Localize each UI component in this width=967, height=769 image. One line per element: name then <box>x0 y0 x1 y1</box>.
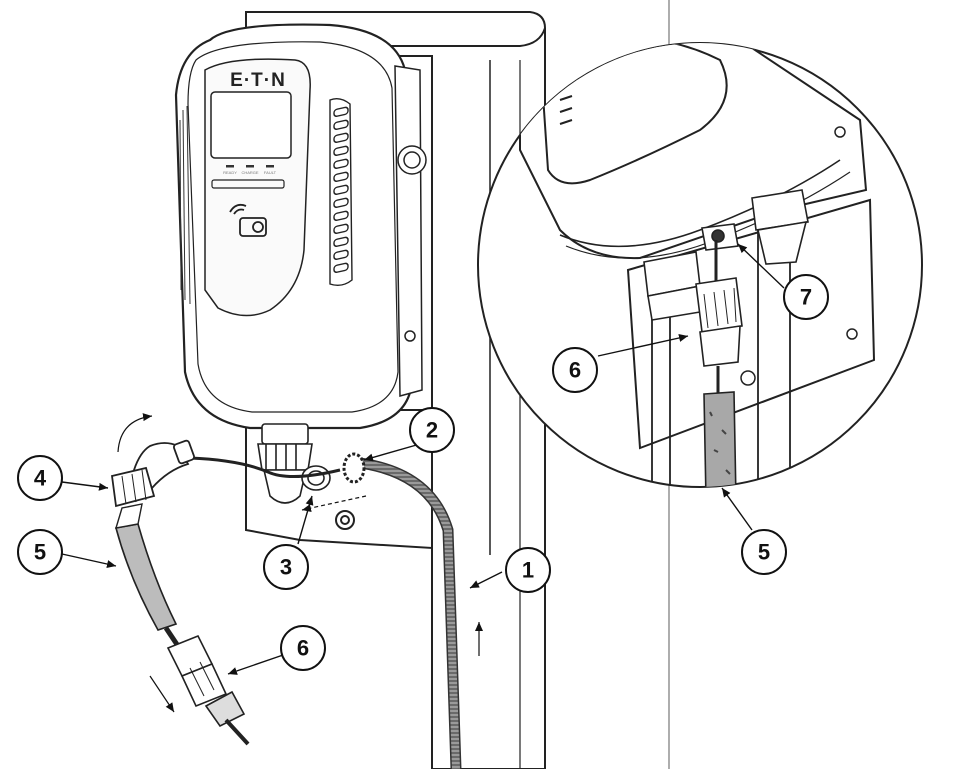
signal-cable <box>189 456 341 479</box>
callout-6-left: 6 <box>280 625 326 671</box>
cable-sheath <box>115 523 178 631</box>
callout-6-detail: 6 <box>552 347 598 393</box>
gland-nut <box>111 466 156 508</box>
vent-slot <box>333 184 349 195</box>
callout-6-detail-label: 6 <box>569 358 581 383</box>
vent-slot <box>333 171 349 182</box>
callout-5-detail: 5 <box>741 529 787 575</box>
vent-slot <box>333 236 349 247</box>
vent-slot <box>333 262 349 273</box>
callout-1-label: 1 <box>522 558 534 583</box>
detail-cable-sheath <box>703 391 737 487</box>
rfid-card-icon <box>229 203 267 237</box>
side-ridges <box>179 105 191 305</box>
conduit-grommet <box>342 452 366 484</box>
lower-connector <box>166 634 246 728</box>
callout-7-detail: 7 <box>783 274 829 320</box>
callout-6-left-label: 6 <box>297 636 309 661</box>
vent-slot <box>333 223 349 234</box>
callout-3: 3 <box>263 544 309 590</box>
callout-4-label: 4 <box>34 466 47 491</box>
callout-2-label: 2 <box>426 418 438 443</box>
vent-slot <box>333 119 349 130</box>
led-label-charge: CHARGE <box>241 170 258 175</box>
vent-slot <box>333 210 349 221</box>
callout-5-left-label: 5 <box>34 540 46 565</box>
motion-arrows <box>117 413 483 713</box>
vent-slot <box>333 145 349 156</box>
callout-1: 1 <box>505 547 551 593</box>
ev-charger-unit: E·T·N READY CHARGE FAULT <box>174 23 427 504</box>
side-bracket <box>394 65 427 397</box>
vent-grille <box>329 97 353 287</box>
callout-3-label: 3 <box>280 555 292 580</box>
vent-slot <box>333 249 349 260</box>
callout-4: 4 <box>17 455 63 501</box>
cable-gland <box>257 423 313 504</box>
display-screen <box>210 91 292 159</box>
vent-slot <box>333 106 349 117</box>
leader-lines <box>61 243 785 675</box>
callout-7-detail-label: 7 <box>800 285 812 310</box>
callout-5-detail-label: 5 <box>758 540 770 565</box>
brand-logo: E·T·N <box>230 70 286 91</box>
blanking-plug <box>301 465 331 491</box>
corrugated-conduit <box>342 452 462 769</box>
vent-slot <box>333 197 349 208</box>
status-leds: READY CHARGE FAULT <box>223 165 277 175</box>
led-label-ready: READY <box>223 170 237 175</box>
led-label-fault: FAULT <box>264 170 277 175</box>
callout-5-left: 5 <box>17 529 63 575</box>
cable-assembly <box>111 439 341 746</box>
callout-2: 2 <box>409 407 455 453</box>
led-strip <box>211 179 285 189</box>
vent-slot <box>333 158 349 169</box>
vent-slot <box>333 132 349 143</box>
